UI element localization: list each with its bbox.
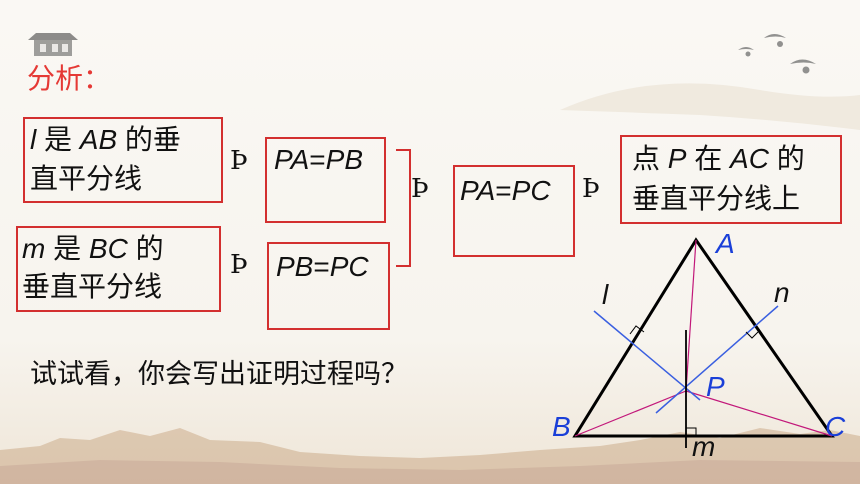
right-angle-m bbox=[686, 427, 697, 436]
premise-m-line1: m 是 BC 的 bbox=[22, 230, 164, 268]
line-l bbox=[593, 310, 701, 401]
conclusion-mid: 在 bbox=[686, 143, 731, 174]
premise-l-line2: 直平分线 bbox=[30, 163, 143, 194]
label-a: A bbox=[714, 228, 735, 259]
eq1-right: PB bbox=[325, 144, 363, 175]
equation-pa-pb: PA=PB bbox=[274, 141, 363, 179]
premise-m-text1: 是 bbox=[45, 233, 89, 264]
premise-m-text2: 的 bbox=[127, 233, 164, 264]
right-angle-l bbox=[629, 325, 645, 335]
premise-box-m bbox=[16, 226, 221, 312]
result-box-pa-pc bbox=[453, 165, 575, 257]
conclusion-line1: 点 P 在 AC 的 bbox=[632, 140, 805, 178]
label-l: l bbox=[602, 279, 609, 310]
implies-arrow-3: Þ bbox=[411, 174, 429, 204]
right-angle-n bbox=[745, 331, 759, 339]
eq2-left: PB bbox=[276, 251, 314, 282]
birds-icon bbox=[738, 34, 816, 74]
segment-ac: AC bbox=[730, 143, 769, 174]
segment-pc bbox=[685, 390, 833, 437]
label-c: C bbox=[825, 411, 846, 442]
premise-l-text2: 的垂 bbox=[117, 124, 181, 155]
eq3-op: = bbox=[495, 175, 512, 206]
eq3-left: PA bbox=[460, 175, 496, 206]
prompt-question: 试试看，你会写出证明过程吗？ bbox=[30, 359, 408, 389]
conclusion-line2: 垂直平分线上 bbox=[632, 183, 801, 214]
segment-pb bbox=[574, 390, 687, 437]
label-p: P bbox=[706, 371, 725, 402]
city-skyline-icon bbox=[0, 428, 860, 484]
premise-box-l bbox=[23, 117, 223, 203]
analysis-title: 分析： bbox=[27, 63, 112, 94]
eq1-left: PA bbox=[274, 144, 310, 175]
label-n: n bbox=[774, 277, 790, 308]
var-m: m bbox=[22, 233, 46, 264]
var-l: l bbox=[30, 124, 37, 155]
result-box-pb-pc bbox=[267, 242, 390, 330]
premise-l-line1: l 是 AB 的垂 bbox=[30, 121, 181, 159]
premise-l-text1: 是 bbox=[36, 124, 80, 155]
conclusion-box bbox=[620, 135, 842, 224]
eq3-right: PC bbox=[511, 175, 551, 206]
triangle-abc bbox=[572, 237, 835, 438]
conclusion-post: 的 bbox=[768, 143, 805, 174]
equation-pa-pc: PA=PC bbox=[460, 172, 551, 210]
segment-pa bbox=[685, 239, 697, 392]
segment-ab: AB bbox=[79, 124, 118, 155]
label-b: B bbox=[552, 411, 571, 442]
label-m: m bbox=[692, 431, 715, 462]
equation-pb-pc: PB=PC bbox=[276, 248, 369, 286]
line-n bbox=[655, 305, 779, 414]
result-box-pa-pb bbox=[265, 137, 386, 223]
eq2-op: = bbox=[313, 251, 330, 282]
conclusion-pre: 点 bbox=[632, 143, 668, 174]
implies-arrow-1: Þ bbox=[230, 146, 248, 176]
implies-arrow-2: Þ bbox=[230, 250, 248, 280]
segment-bc: BC bbox=[88, 233, 128, 264]
eq2-right: PC bbox=[329, 251, 369, 282]
eq1-op: = bbox=[309, 144, 326, 175]
premise-m-line2: 垂直平分线 bbox=[22, 271, 163, 302]
point-p: P bbox=[667, 143, 687, 174]
implies-arrow-4: Þ bbox=[582, 174, 600, 204]
pavilion-icon bbox=[28, 33, 78, 56]
